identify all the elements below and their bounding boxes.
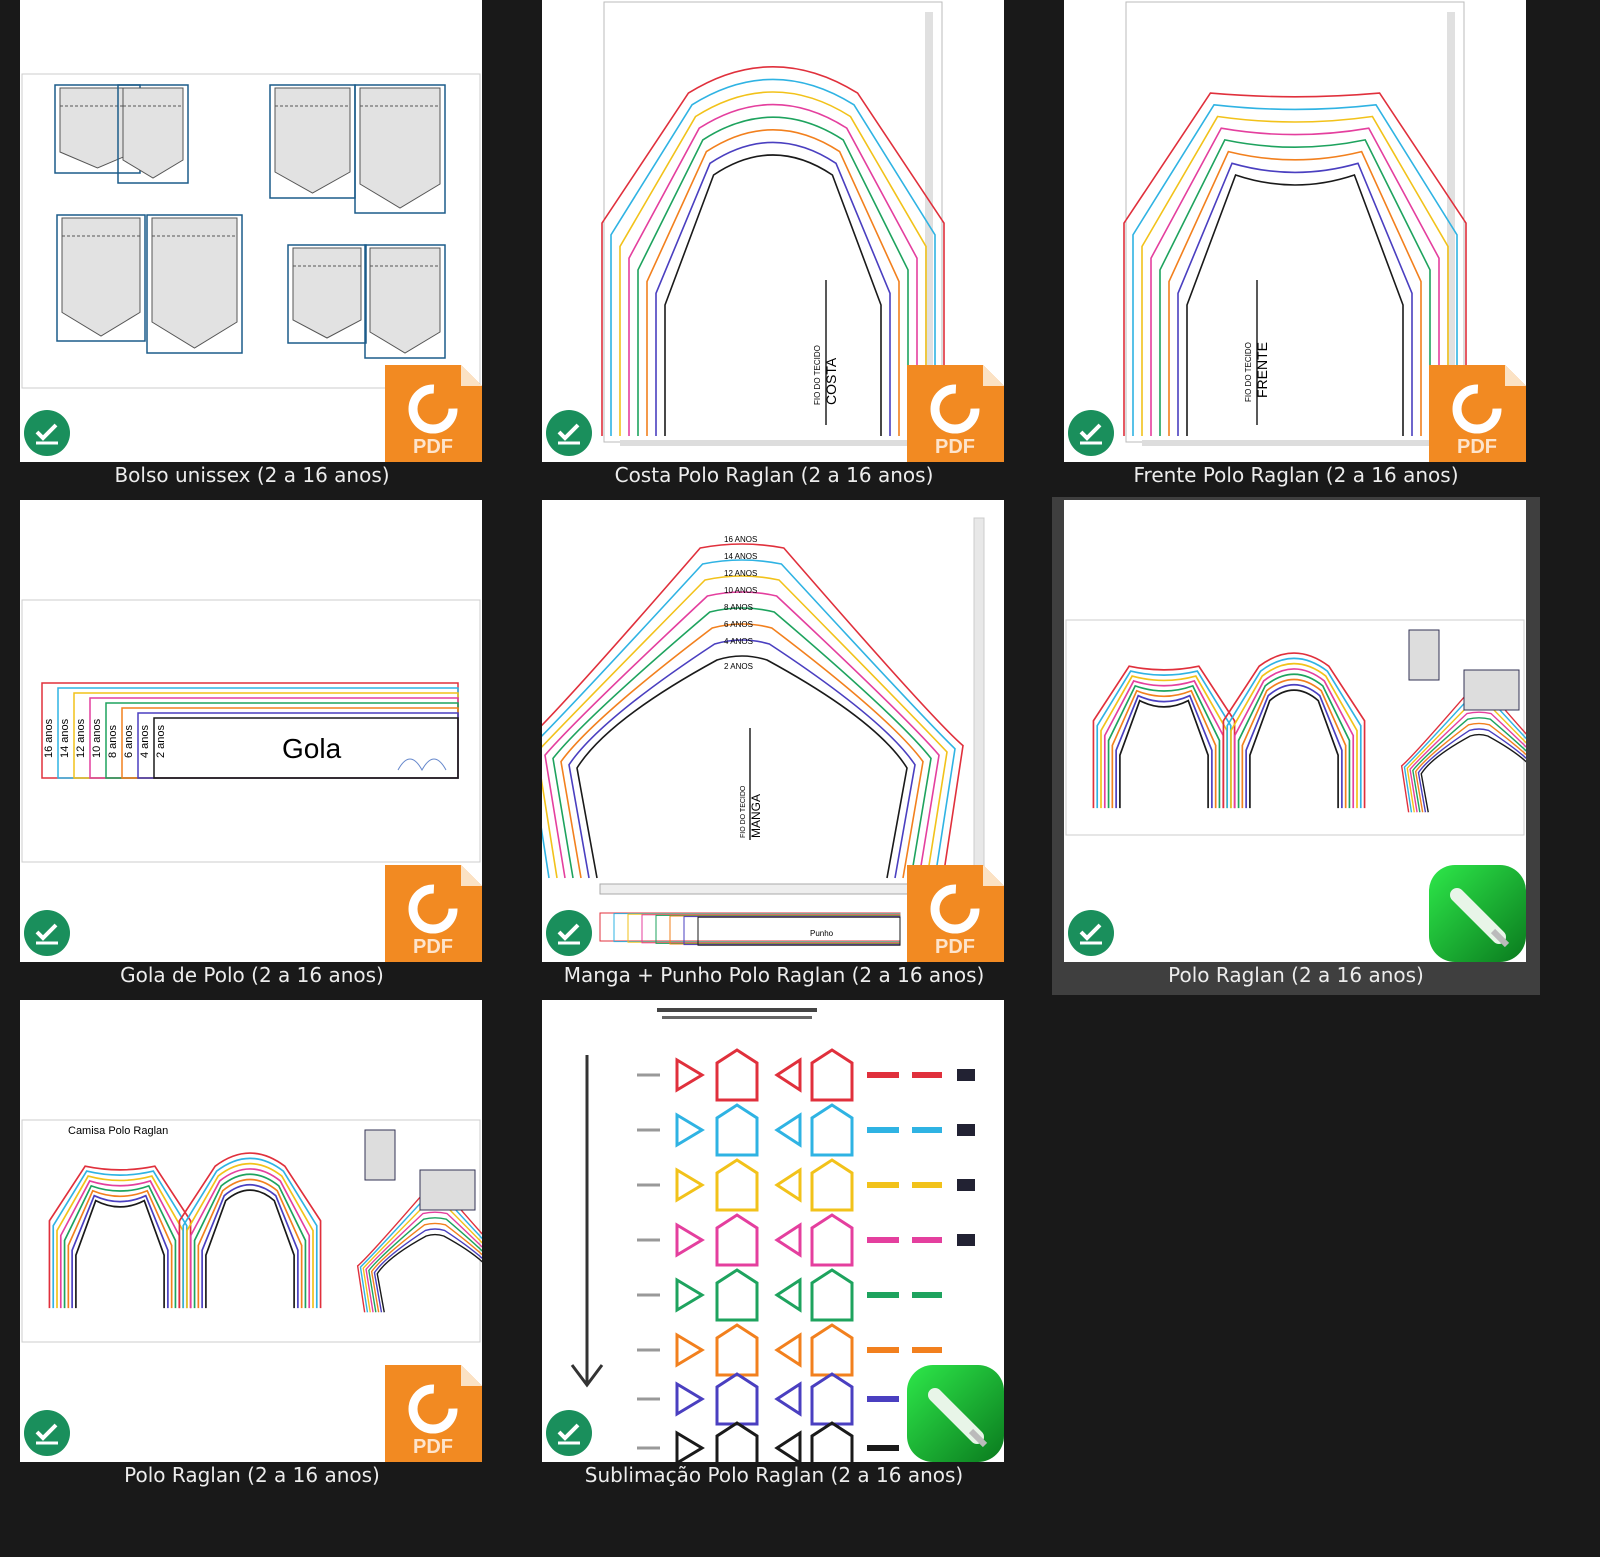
- svg-text:12 ANOS: 12 ANOS: [724, 569, 757, 578]
- file-name[interactable]: Polo Raglan (2 a 16 anos): [1168, 963, 1424, 987]
- svg-text:4 ANOS: 4 ANOS: [724, 637, 753, 646]
- pattern-preview: 16 anos 14 anos 12 anos 10 anos 8 anos 6 anos…: [21, 599, 481, 863]
- file-item[interactable]: Sublimação Polo Raglan (2 a 16 anos): [530, 997, 1018, 1495]
- svg-text:PDF: PDF: [935, 936, 975, 958]
- svg-text:10 anos: 10 anos: [91, 718, 103, 758]
- file-name[interactable]: Frente Polo Raglan (2 a 16 anos): [1133, 463, 1459, 487]
- piece-label: COSTA: [823, 357, 839, 405]
- svg-text:10 ANOS: 10 ANOS: [724, 586, 757, 595]
- file-name[interactable]: Sublimação Polo Raglan (2 a 16 anos): [584, 1463, 964, 1487]
- svg-text:8 ANOS: 8 ANOS: [724, 603, 753, 612]
- svg-text:2 ANOS: 2 ANOS: [724, 662, 753, 671]
- svg-text:PDF: PDF: [1457, 436, 1497, 458]
- piece-label: FRENTE: [1254, 342, 1270, 398]
- svg-text:Gola: Gola: [282, 733, 342, 764]
- foxit-pdf-icon: PDF: [385, 865, 482, 962]
- file-thumbnail[interactable]: PDF: [20, 0, 482, 462]
- svg-text:14 ANOS: 14 ANOS: [724, 552, 757, 561]
- file-thumbnail[interactable]: 16 ANOS 14 ANOS 12 ANOS 10 ANOS 8 ANOS 6 ANOS…: [542, 500, 1004, 962]
- foxit-pdf-icon: PDF: [907, 365, 1004, 462]
- sync-check-icon: [546, 1410, 592, 1456]
- svg-text:PDF: PDF: [935, 436, 975, 458]
- svg-text:PDF: PDF: [413, 1436, 453, 1458]
- sync-check-icon: [546, 410, 592, 456]
- sync-check-icon: [24, 910, 70, 956]
- svg-text:Camisa Polo Raglan: Camisa Polo Raglan: [68, 1125, 168, 1137]
- foxit-pdf-icon: PDF: [385, 365, 482, 462]
- file-name[interactable]: Polo Raglan (2 a 16 anos): [124, 1463, 380, 1487]
- foxit-pdf-icon: PDF: [385, 1365, 482, 1462]
- file-name[interactable]: Gola de Polo (2 a 16 anos): [120, 963, 384, 987]
- svg-text:Punho: Punho: [810, 929, 834, 938]
- file-name[interactable]: Bolso unissex (2 a 16 anos): [114, 463, 390, 487]
- sync-check-icon: [1068, 410, 1114, 456]
- svg-text:12 anos: 12 anos: [75, 718, 87, 758]
- svg-text:16 ANOS: 16 ANOS: [724, 535, 757, 544]
- pattern-preview: [21, 73, 481, 389]
- sync-check-icon: [1068, 910, 1114, 956]
- sync-check-icon: [24, 1410, 70, 1456]
- svg-text:2 anos: 2 anos: [155, 724, 167, 758]
- svg-text:4 anos: 4 anos: [139, 724, 151, 758]
- pattern-preview: Camisa Polo Raglan: [21, 1119, 482, 1343]
- file-thumbnail[interactable]: [542, 1000, 1004, 1462]
- pattern-preview: [570, 1008, 975, 1462]
- file-name[interactable]: Manga + Punho Polo Raglan (2 a 16 anos): [563, 963, 985, 987]
- file-thumbnail[interactable]: [1064, 500, 1526, 962]
- svg-text:PDF: PDF: [413, 436, 453, 458]
- file-item[interactable]: Polo Raglan (2 a 16 anos): [1052, 497, 1540, 995]
- svg-text:6 anos: 6 anos: [123, 724, 135, 758]
- svg-text:FIO DO TECIDO: FIO DO TECIDO: [740, 785, 747, 838]
- sync-check-icon: [546, 910, 592, 956]
- file-thumbnail[interactable]: 16 anos 14 anos 12 anos 10 anos 8 anos 6 anos…: [20, 500, 482, 962]
- pattern-preview: [1065, 619, 1526, 836]
- grain-label: FIO DO TECIDO: [1244, 342, 1253, 402]
- sync-check-icon: [24, 410, 70, 456]
- svg-text:8 anos: 8 anos: [107, 724, 119, 758]
- file-item[interactable]: PDF Bolso unissex (2 a 16 anos): [8, 0, 496, 495]
- foxit-pdf-icon: PDF: [1429, 365, 1526, 462]
- grain-label: FIO DO TECIDO: [813, 345, 822, 405]
- file-item[interactable]: 16 anos 14 anos 12 anos 10 anos 8 anos 6 anos…: [8, 497, 496, 995]
- foxit-pdf-icon: PDF: [907, 865, 1004, 962]
- pattern-preview: 16 ANOS 14 ANOS 12 ANOS 10 ANOS 8 ANOS 6 ANOS…: [542, 517, 985, 946]
- green-pencil-icon: [907, 1365, 1004, 1462]
- green-pencil-icon: [1429, 865, 1526, 962]
- svg-text:16 anos: 16 anos: [43, 718, 55, 758]
- file-item[interactable]: 16 ANOS 14 ANOS 12 ANOS 10 ANOS 8 ANOS 6 ANOS…: [530, 497, 1018, 995]
- svg-text:14 anos: 14 anos: [59, 718, 71, 758]
- svg-text:PDF: PDF: [413, 936, 453, 958]
- svg-text:6 ANOS: 6 ANOS: [724, 620, 753, 629]
- file-name[interactable]: Costa Polo Raglan (2 a 16 anos): [614, 463, 934, 487]
- svg-text:MANGA: MANGA: [749, 794, 763, 838]
